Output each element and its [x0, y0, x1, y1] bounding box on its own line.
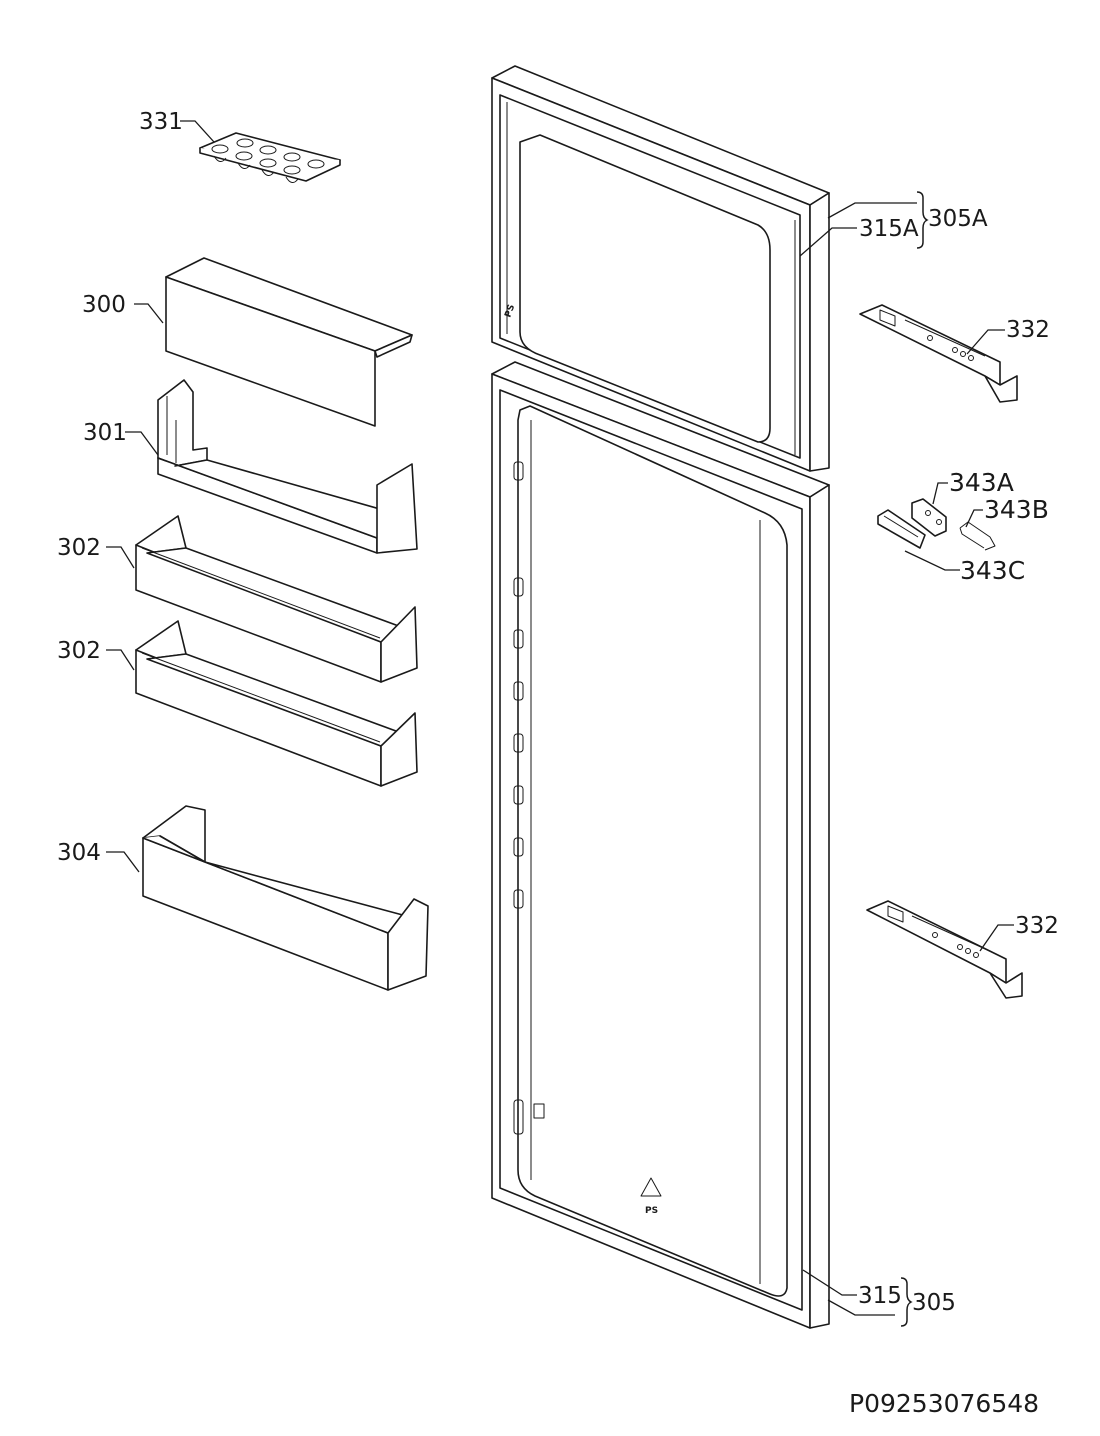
- part-304-bottle-shelf: [142, 805, 429, 991]
- brace-305A: [916, 191, 929, 249]
- label-343A: 343A: [949, 468, 1014, 497]
- label-301: 301: [83, 420, 127, 446]
- part-305-lower-door: PS: [491, 361, 830, 1329]
- label-302-b: 302: [57, 638, 101, 664]
- part-343C-bracket: [877, 509, 926, 549]
- recycle-mark-lower: PS: [640, 1177, 662, 1216]
- label-332-upper: 332: [1006, 317, 1050, 343]
- leader-lines: [106, 120, 1014, 1316]
- recycle-mark-upper: PS: [503, 303, 517, 319]
- label-343C: 343C: [960, 556, 1025, 585]
- document-code: P09253076548: [849, 1389, 1039, 1418]
- part-300-shelf-cover: [165, 257, 413, 427]
- part-302-shelf-a: [135, 515, 418, 683]
- part-343A-plate: [911, 498, 947, 537]
- door-lugs: [513, 461, 545, 1135]
- label-315: 315: [858, 1283, 902, 1309]
- part-305A-upper-door: PS: [491, 65, 830, 472]
- brace-305: [900, 1277, 913, 1327]
- label-305A: 305A: [928, 206, 988, 232]
- label-300: 300: [82, 292, 126, 318]
- label-305: 305: [912, 1290, 956, 1316]
- part-332-hinge-lower: [866, 900, 1023, 999]
- label-343B: 343B: [984, 495, 1049, 524]
- part-302-shelf-b: [135, 620, 418, 787]
- label-315A: 315A: [859, 216, 919, 242]
- part-332-hinge-upper: [859, 304, 1018, 403]
- svg-text:PS: PS: [645, 1206, 658, 1216]
- part-343B-clip: [959, 521, 996, 551]
- part-301-bottle-shelf: [157, 379, 418, 554]
- label-304: 304: [57, 840, 101, 866]
- label-331: 331: [139, 109, 183, 135]
- label-332-lower: 332: [1015, 913, 1059, 939]
- part-331-egg-tray: [199, 132, 341, 183]
- label-302-a: 302: [57, 535, 101, 561]
